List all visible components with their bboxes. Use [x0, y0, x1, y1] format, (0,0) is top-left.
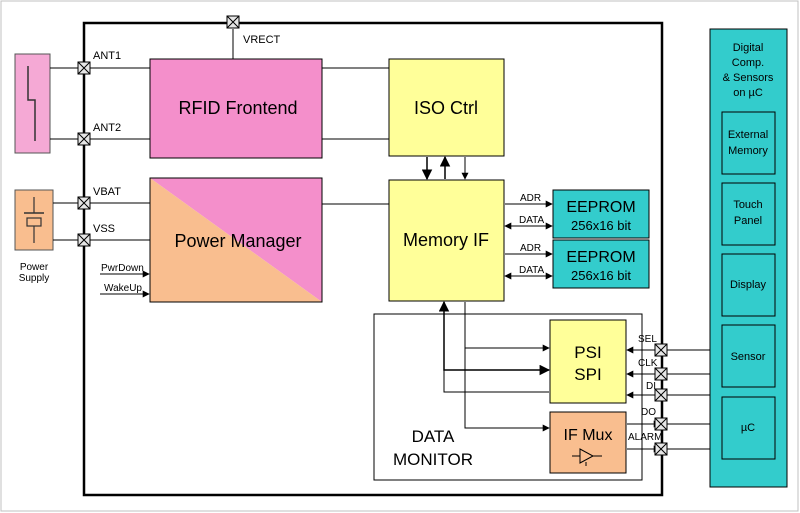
pin-label-clk: CLK [638, 358, 658, 369]
panel-item-sensor-line-1: Sensor [731, 351, 766, 363]
bus-label-adr-1: ADR [520, 193, 541, 204]
battery-icon [14, 189, 54, 251]
chip-boundary [82, 21, 664, 497]
iso-ctrl-block [388, 58, 505, 157]
connector-pad-icon [77, 15, 668, 456]
if-mux-label: IF Mux [564, 427, 613, 444]
eeprom-block-1 [552, 189, 650, 239]
power-supply-label-1: Power [20, 262, 49, 273]
panel-title-line-3: & Sensors [723, 72, 774, 84]
pin-label-vrect: VRECT [243, 34, 281, 46]
rfid-frontend-block [149, 58, 323, 159]
psi-label: PSI [574, 343, 601, 362]
pin-label-sel: SEL [638, 334, 657, 345]
bus-label-data-1: DATA [519, 215, 545, 226]
bus-label-data-2: DATA [519, 265, 545, 276]
panel-item-display [721, 253, 776, 317]
panel-item-touch-panel [721, 182, 776, 246]
memory-if-block [388, 179, 505, 302]
eeprom-2-size: 256x16 bit [571, 268, 631, 283]
pin-label-pwrdown: PwrDown [101, 263, 144, 274]
panel-item-uc-line-1: µC [741, 422, 755, 434]
buffer-triangle-icon [572, 448, 602, 466]
eeprom-1-size: 256x16 bit [571, 218, 631, 233]
eeprom-2-title: EEPROM [566, 249, 635, 266]
eeprom-1-title: EEPROM [566, 199, 635, 216]
spi-label: SPI [574, 365, 601, 384]
panel-item-external-memory-line-1: External [728, 129, 768, 141]
psi-spi-block [549, 319, 627, 404]
iso-ctrl-label: ISO Ctrl [414, 98, 478, 118]
panel-title-line-1: Digital [733, 42, 764, 54]
pin-label-alarm: ALARM [628, 432, 662, 443]
panel-title-line-2: Comp. [732, 57, 764, 69]
panel-item-touch-panel-line-2: Panel [734, 215, 762, 227]
panel-item-external-memory-line-2: Memory [728, 145, 768, 157]
panel-item-uc [721, 396, 776, 460]
pin-label-vss: VSS [93, 223, 115, 235]
bus-label-adr-2: ADR [520, 243, 541, 254]
eeprom-block-2 [552, 239, 650, 289]
pin-label-wakeup: WakeUp [104, 283, 142, 294]
antenna-icon [14, 53, 51, 154]
panel-item-touch-panel-line-1: Touch [733, 199, 762, 211]
panel-item-external-memory [721, 111, 776, 175]
pin-label-ant2: ANT2 [93, 122, 121, 134]
memory-if-label: Memory IF [403, 230, 489, 250]
if-mux-block [549, 411, 627, 474]
panel-title-line-4: on µC [733, 87, 763, 99]
pin-label-vbat: VBAT [93, 186, 121, 198]
power-supply-label-2: Supply [19, 273, 50, 284]
power-manager-label: Power Manager [174, 231, 301, 251]
pin-label-di: DI [646, 381, 656, 392]
panel-item-sensor [721, 324, 776, 388]
rfid-frontend-label: RFID Frontend [178, 98, 297, 118]
pin-label-ant1: ANT1 [93, 50, 121, 62]
pin-label-do: DO [641, 407, 656, 418]
panel-item-display-line-1: Display [730, 279, 767, 291]
data-monitor-label-1: DATA [412, 427, 455, 446]
data-monitor-label-2: MONITOR [393, 450, 473, 469]
